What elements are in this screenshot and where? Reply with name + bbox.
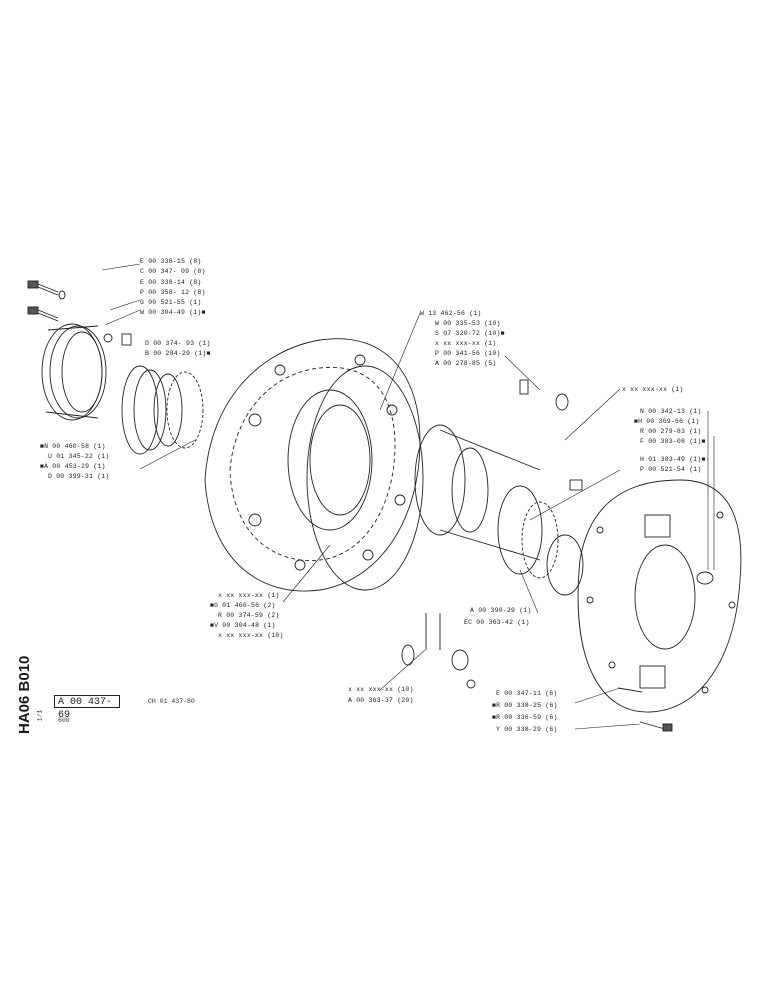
part-label: B 00 284-29 (1)■	[145, 350, 211, 357]
part-label: E 00 338-14 (8)	[140, 279, 202, 286]
part-label: ■H 00 369-66 (1)	[634, 418, 700, 425]
part-label: ■G 01 460-56 (2)	[210, 602, 276, 609]
part-label: ■N 00 460-58 (1)	[40, 443, 106, 450]
bolt-top-left-1	[27, 280, 66, 300]
part-label: ■A 00 453-29 (1)	[40, 463, 106, 470]
flange-plate	[577, 479, 742, 713]
bolt-bottom-right	[617, 687, 673, 732]
part-label: EC 00 363-42 (1)	[464, 619, 530, 626]
bearing-assembly	[121, 365, 204, 455]
washer-part	[103, 333, 113, 343]
part-label: R 00 279-83 (1)	[640, 428, 702, 435]
part-label: C 00 347- 09 (8)	[140, 268, 206, 275]
washer-part	[555, 393, 569, 411]
part-label: ■R 00 336-59 (6)	[492, 714, 558, 721]
model-number: 600	[58, 717, 70, 724]
leader-lines	[101, 263, 715, 730]
part-label: D 00 399-31 (1)	[48, 473, 110, 480]
part-label: x xx xxx-xx (1)	[218, 592, 280, 599]
part-label: S 07 320-72 (10)■	[435, 330, 505, 337]
part-label: D 00 374- 93 (1)	[145, 340, 211, 347]
plug-part	[569, 479, 583, 491]
part-label: W 00 335-53 (10)	[435, 320, 501, 327]
part-label: E 00 347-11 (6)	[496, 690, 558, 697]
part-label: ■V 00 304-48 (1)	[210, 622, 276, 629]
part-label: x xx xxx-xx (1)	[622, 386, 684, 393]
part-label: N 00 342-13 (1)	[640, 408, 702, 415]
part-label: W 00 304-49 (1)■	[140, 309, 206, 316]
part-label: H 01 303-49 (1)■	[640, 456, 706, 463]
lock-tab	[696, 571, 714, 585]
part-label: G 00 521-55 (1)	[140, 299, 202, 306]
pin-part	[519, 379, 529, 395]
part-label: ■R 00 338-25 (6)	[492, 702, 558, 709]
part-label: W 13 462-56 (1)	[420, 310, 482, 317]
main-housing	[204, 338, 421, 592]
part-label: x xx xxx-xx (1)	[435, 340, 497, 347]
sheet-side-small: 1/1	[36, 709, 44, 722]
shaft-assembly	[414, 424, 559, 579]
part-label: x xx xxx-xx (10)	[218, 632, 284, 639]
part-label: A 00 278-85 (5)	[435, 360, 497, 367]
gasket-ring	[306, 365, 424, 591]
sheet-code: HA06 B010	[16, 655, 33, 734]
part-label: U 01 345-22 (1)	[48, 453, 110, 460]
bolt-top-left-2	[27, 306, 59, 322]
part-label: x xx xxx-xx (10)	[348, 686, 414, 693]
part-label: E 00 338-15 (8)	[140, 258, 202, 265]
bearing-cover-ring	[41, 323, 107, 421]
part-number-box: A 00 437-69	[54, 695, 120, 721]
part-label: A 00 363-37 (20)	[348, 697, 414, 704]
part-label: Y 00 338-29 (6)	[496, 726, 558, 733]
reference-number: CH 01 437-80	[148, 698, 195, 705]
part-label: P 00 358- 12 (8)	[140, 289, 206, 296]
part-label: A 00 390-29 (1)	[470, 607, 532, 614]
part-label: F 00 303-08 (1)■	[640, 438, 706, 445]
part-label: P 00 521-54 (1)	[640, 466, 702, 473]
part-label: R 00 374-59 (2)	[218, 612, 280, 619]
o-ring	[546, 534, 584, 596]
part-label: P 00 341-56 (10)	[435, 350, 501, 357]
pin-part	[121, 333, 132, 346]
